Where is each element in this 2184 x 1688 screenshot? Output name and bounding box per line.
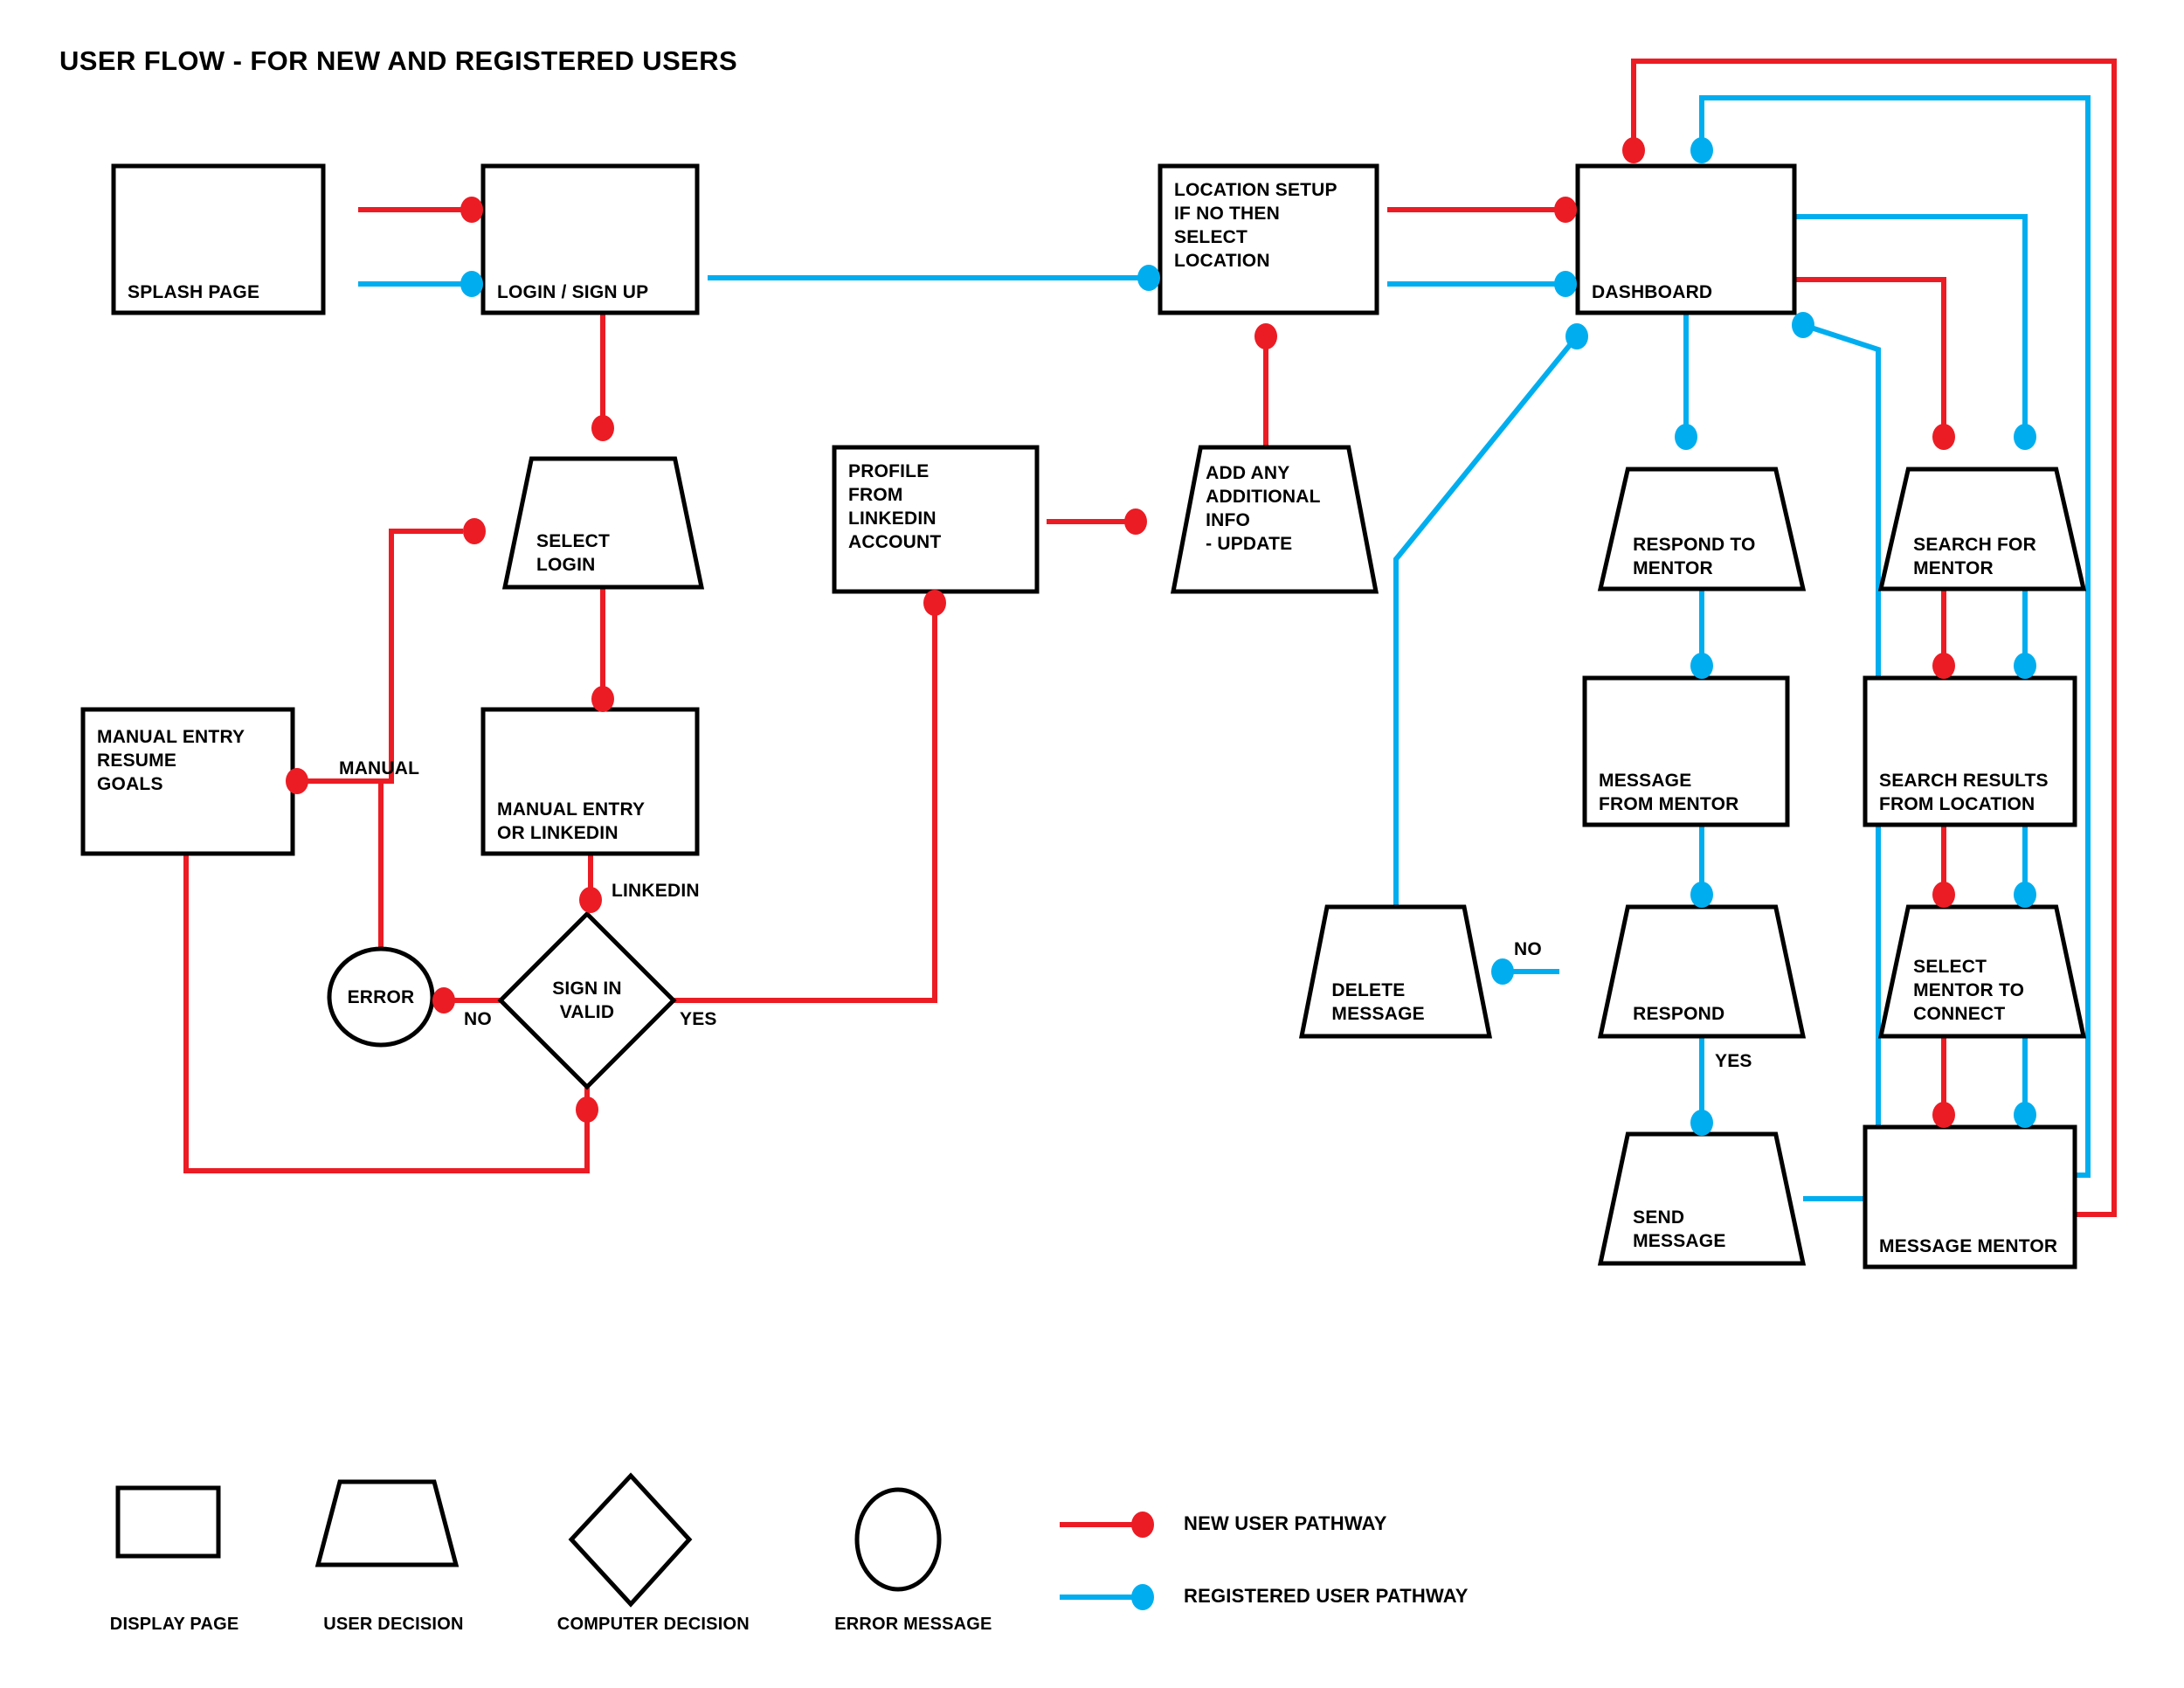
node-shape-delete-message <box>1298 904 1493 1039</box>
node-shape-sign-in-valid <box>497 910 677 1090</box>
node-shape-manual-or-linkedin <box>480 707 700 856</box>
arrow-dot-selectmentor-to-messagementor-new <box>1932 1102 1955 1128</box>
arrow-dot-location-to-dashboard-new <box>1554 197 1577 223</box>
arrow-dot-messagementor-to-dashboard-new <box>1622 137 1645 163</box>
node-shape-profile-linkedin <box>832 445 1040 594</box>
arrow-dot-signin-bottom <box>576 1097 598 1123</box>
legend-label-user-decision: USER DECISION <box>323 1615 464 1634</box>
node-shape-location-setup <box>1158 163 1379 315</box>
arrow-dot-respond-yes-to-send <box>1690 1110 1713 1136</box>
node-shape-splash-page <box>111 163 326 315</box>
node-shape-add-additional-info <box>1170 445 1379 594</box>
arrow-dot-signin-no-to-error <box>432 987 455 1013</box>
arrow-dot-manualresume-to-selectlogin-b <box>463 518 486 544</box>
edge-dashboard-to-searchmentor-new <box>1794 277 1946 437</box>
node-shape-select-login <box>501 456 705 590</box>
edge-label-no-respond: NO <box>1514 939 1542 959</box>
node-shape-dashboard <box>1575 163 1797 315</box>
node-shape-respond <box>1597 904 1807 1039</box>
arrow-dot-respond-no-to-delete <box>1491 958 1514 985</box>
node-shape-respond-to-mentor <box>1597 467 1807 591</box>
arrow-dot-results-to-selectmentor-new <box>1932 882 1955 908</box>
arrow-dot-login-to-location-registered <box>1137 265 1160 291</box>
edge-signin-to-manualresume <box>183 854 590 1173</box>
edge-label-no-signin: NO <box>464 1009 492 1029</box>
arrow-dot-manualor-to-signin <box>579 887 602 913</box>
legend-label-display-page: DISPLAY PAGE <box>109 1615 239 1634</box>
arrow-dot-message-to-respond <box>1690 882 1713 908</box>
arrow-dot-respondmentor-to-message <box>1690 653 1713 679</box>
arrow-dot-selectlogin-to-manualor <box>591 686 614 712</box>
legend-dot-new-user-pathway <box>1131 1512 1154 1538</box>
legend-pathway-label-new-user-pathway: NEW USER PATHWAY <box>1184 1512 1387 1534</box>
arrow-dot-location-to-dashboard-registered <box>1554 271 1577 297</box>
legend-shape-display-page <box>115 1485 221 1559</box>
edge-label-yes-signin: YES <box>680 1009 717 1029</box>
arrow-dot-selectmentor-to-messagementor-registered <box>2014 1102 2036 1128</box>
arrow-dot-signin-yes-to-profile <box>923 590 946 616</box>
arrow-dot-splash-to-login-registered <box>460 271 483 297</box>
legend-pathway-label-registered-user-pathway: REGISTERED USER PATHWAY <box>1184 1585 1469 1607</box>
arrow-dot-dashboard-to-searchmentor-registered <box>2014 424 2036 450</box>
arrow-dot-sendmessage-to-dashboard <box>1792 312 1814 338</box>
page-title: USER FLOW - FOR NEW AND REGISTERED USERS <box>59 45 738 76</box>
arrow-dot-profile-to-addinfo <box>1124 508 1147 535</box>
legend-dot-registered-user-pathway <box>1131 1584 1154 1610</box>
edge-messagementor-to-dashboard-new <box>1631 59 2117 1217</box>
node-shape-login-sign-up <box>480 163 700 315</box>
node-shape-search-for-mentor <box>1877 467 2087 591</box>
arrow-dot-searchmentor-to-results-registered <box>2014 653 2036 679</box>
node-shape-message-mentor <box>1863 1124 2077 1269</box>
arrow-dot-manualresume-to-selectlogin-a <box>286 768 308 794</box>
edge-label-linkedin: LINKEDIN <box>612 881 700 901</box>
legend-label-computer-decision: COMPUTER DECISION <box>556 1615 750 1634</box>
legend-label-error-message: ERROR MESSAGE <box>834 1615 992 1634</box>
edge-label-manual: MANUAL <box>339 758 420 778</box>
legend-shape-computer-decision <box>568 1472 693 1608</box>
arrow-dot-splash-to-login-new <box>460 197 483 223</box>
arrow-dot-messagementor-to-dashboard-registered <box>1690 137 1713 163</box>
legend-shape-error-message <box>854 1487 942 1592</box>
node-shape-select-mentor <box>1877 904 2087 1039</box>
node-shape-search-results <box>1863 675 2077 827</box>
edge-deletemessage-to-dashboard <box>1393 335 1579 907</box>
arrow-dot-addinfo-to-location <box>1254 323 1277 349</box>
arrow-dot-results-to-selectmentor-registered <box>2014 882 2036 908</box>
edge-signin-yes-to-profile <box>674 603 937 1003</box>
edge-label-yes-respond: YES <box>1715 1051 1752 1071</box>
edge-dashboard-to-searchmentor-registered <box>1794 214 2028 437</box>
node-shape-message-from-mentor <box>1582 675 1790 827</box>
arrow-dot-dashboard-to-respondmentor <box>1675 424 1697 450</box>
node-shape-send-message <box>1597 1131 1807 1266</box>
edge-manualresume-to-selectlogin <box>297 529 463 784</box>
node-shape-manual-entry-resume <box>80 707 295 856</box>
legend-shape-user-decision <box>314 1479 460 1567</box>
arrow-dot-searchmentor-to-results-new <box>1932 653 1955 679</box>
arrow-dot-login-to-select-login <box>591 415 614 441</box>
edge-messagementor-to-dashboard-registered <box>1699 95 2091 1178</box>
arrow-dot-deletemessage-to-dashboard <box>1565 323 1588 349</box>
node-shape-error <box>327 946 435 1048</box>
arrow-dot-dashboard-to-searchmentor-new <box>1932 424 1955 450</box>
